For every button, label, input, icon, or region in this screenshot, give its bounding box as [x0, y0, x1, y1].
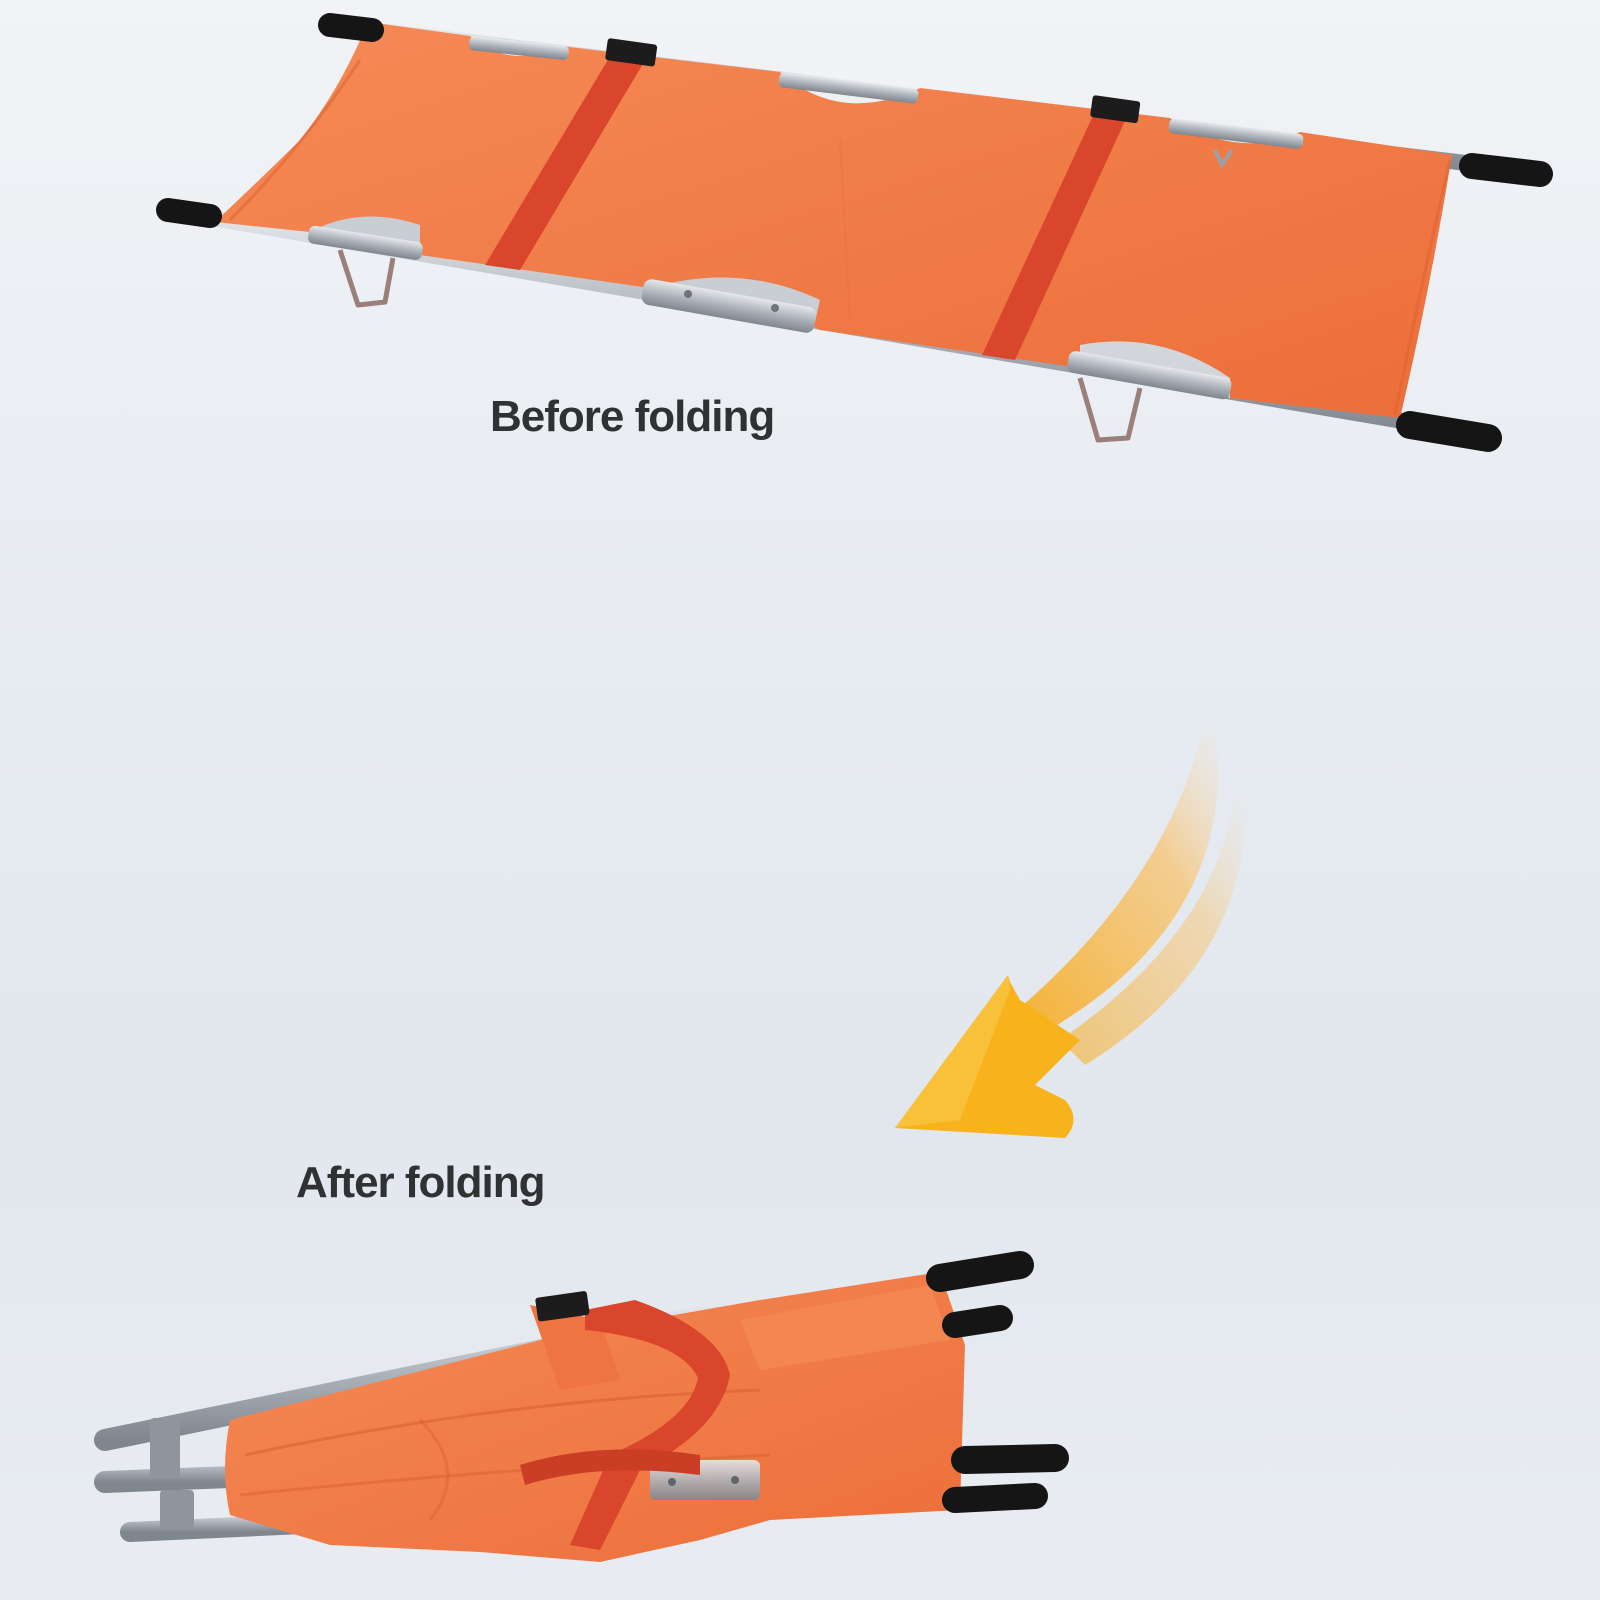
folded-strap — [520, 1291, 730, 1550]
caption-after-folding: After folding — [296, 1158, 546, 1207]
hinge-top-right — [1168, 118, 1304, 170]
hinge-bottom-middle — [641, 277, 820, 333]
hinge-bottom-right — [1067, 341, 1232, 443]
handle-grips — [156, 13, 1553, 452]
folded-stretcher — [94, 1251, 1069, 1562]
support-leg-left — [337, 249, 396, 308]
curved-arrow-icon — [895, 720, 1246, 1138]
safety-strap-left — [485, 38, 658, 270]
unfolded-stretcher — [156, 13, 1553, 452]
hinge-top-left — [469, 36, 569, 60]
safety-strap-right — [982, 95, 1141, 360]
hinge-bottom-left — [308, 216, 423, 308]
caption-before-folding: Before folding — [490, 392, 775, 441]
hinge-top-middle — [778, 72, 920, 104]
support-leg-right — [1077, 377, 1143, 443]
folded-handle-grips — [926, 1251, 1069, 1513]
stretcher-canvas — [215, 22, 1452, 418]
